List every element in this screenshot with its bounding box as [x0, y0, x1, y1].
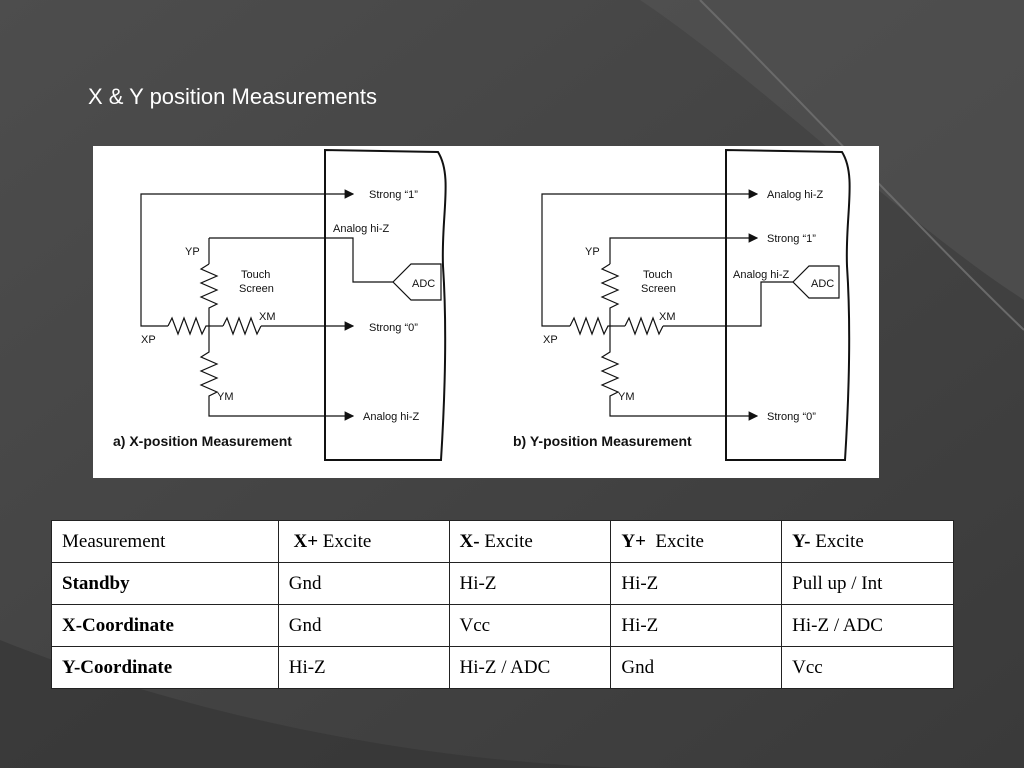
node-xp-label: XP [141, 334, 156, 346]
adc-label: ADC [412, 278, 435, 290]
output-label-2: Analog hi-Z [333, 223, 390, 235]
output-label-1: Strong “1” [369, 189, 418, 201]
output-label-4: Analog hi-Z [363, 411, 420, 423]
output-label-4: Strong “0” [767, 411, 816, 423]
node-yp-label: YP [585, 246, 600, 258]
node-xp-label: XP [543, 334, 558, 346]
controller-outline [725, 148, 851, 461]
measurement-diagrams: ADC Strong “1” Analog hi-Z Strong “0” An… [113, 148, 851, 461]
wire-xm-adc [663, 281, 793, 327]
touch-screen-measurement-figure: ADC Strong “1” Analog hi-Z Strong “0” An… [93, 146, 879, 478]
adc-label: ADC [811, 278, 834, 290]
header-x-minus: X- Excite [448, 520, 612, 563]
row-label: Y-Coordinate [51, 646, 279, 689]
table-cell: Gnd [277, 604, 450, 647]
table-row: Y-Coordinate Hi-Z Hi-Z / ADC Gnd Vcc [51, 646, 954, 689]
row-label: X-Coordinate [51, 604, 279, 647]
resistor-yp [600, 263, 620, 326]
diagram-y-position: ADC Analog hi-Z Strong “1” Analog hi-Z S… [513, 148, 851, 461]
output-label-1: Analog hi-Z [767, 189, 824, 201]
node-xm-label: XM [659, 311, 676, 323]
wire-xp [140, 189, 355, 327]
touch-label-1: Touch [643, 269, 672, 281]
touch-label-2: Screen [239, 283, 274, 295]
resistor-xp [167, 316, 211, 336]
wire-yp [609, 233, 759, 264]
excite-table: Measurement X+ Excite X- Excite Y+ Excit… [51, 520, 954, 689]
table-cell: Gnd [277, 562, 450, 605]
output-label-2: Strong “1” [767, 233, 816, 245]
diagram-x-position: ADC Strong “1” Analog hi-Z Strong “0” An… [113, 148, 447, 461]
adc-symbol [392, 263, 442, 301]
node-ym-label: YM [618, 391, 635, 403]
resistor-xm [624, 316, 664, 336]
header-y-minus: Y- Excite [781, 520, 954, 563]
diagram-caption: a) X-position Measurement [113, 433, 292, 449]
table-cell: Hi-Z / ADC [781, 604, 954, 647]
output-label-3: Analog hi-Z [733, 269, 790, 281]
resistor-xm [222, 316, 262, 336]
slide-title: X & Y position Measurements [88, 84, 378, 109]
header-x-plus: X+ Excite [277, 520, 450, 563]
wire-yp [209, 237, 393, 283]
diagram-caption: b) Y-position Measurement [513, 433, 692, 449]
table-cell: Hi-Z [448, 562, 612, 605]
resistor-yp [199, 263, 219, 326]
wire-xp [541, 189, 759, 327]
table-cell: Gnd [610, 646, 783, 689]
table-cell: Pull up / Int [781, 562, 954, 605]
controller-outline [324, 148, 447, 461]
row-label: Standby [51, 562, 279, 605]
table-cell: Hi-Z [610, 562, 783, 605]
resistor-xp [569, 316, 613, 336]
node-xm-label: XM [259, 311, 276, 323]
adc-symbol [792, 265, 840, 299]
table-row: Standby Gnd Hi-Z Hi-Z Pull up / Int [51, 562, 954, 605]
table-cell: Hi-Z [277, 646, 450, 689]
header-measurement: Measurement [51, 520, 279, 563]
table-cell: Vcc [781, 646, 954, 689]
resistor-ym [199, 326, 355, 421]
table-cell: Hi-Z / ADC [448, 646, 612, 689]
header-y-plus: Y+ Excite [610, 520, 783, 563]
table-header-row: Measurement X+ Excite X- Excite Y+ Excit… [51, 520, 954, 563]
resistor-ym [600, 326, 759, 421]
background-swoosh-bottom [0, 640, 620, 768]
node-ym-label: YM [217, 391, 234, 403]
node-yp-label: YP [185, 246, 200, 258]
table-cell: Hi-Z [610, 604, 783, 647]
table-row: X-Coordinate Gnd Vcc Hi-Z Hi-Z / ADC [51, 604, 954, 647]
touch-label-2: Screen [641, 283, 676, 295]
output-label-3: Strong “0” [369, 322, 418, 334]
touch-label-1: Touch [241, 269, 270, 281]
table-cell: Vcc [448, 604, 612, 647]
